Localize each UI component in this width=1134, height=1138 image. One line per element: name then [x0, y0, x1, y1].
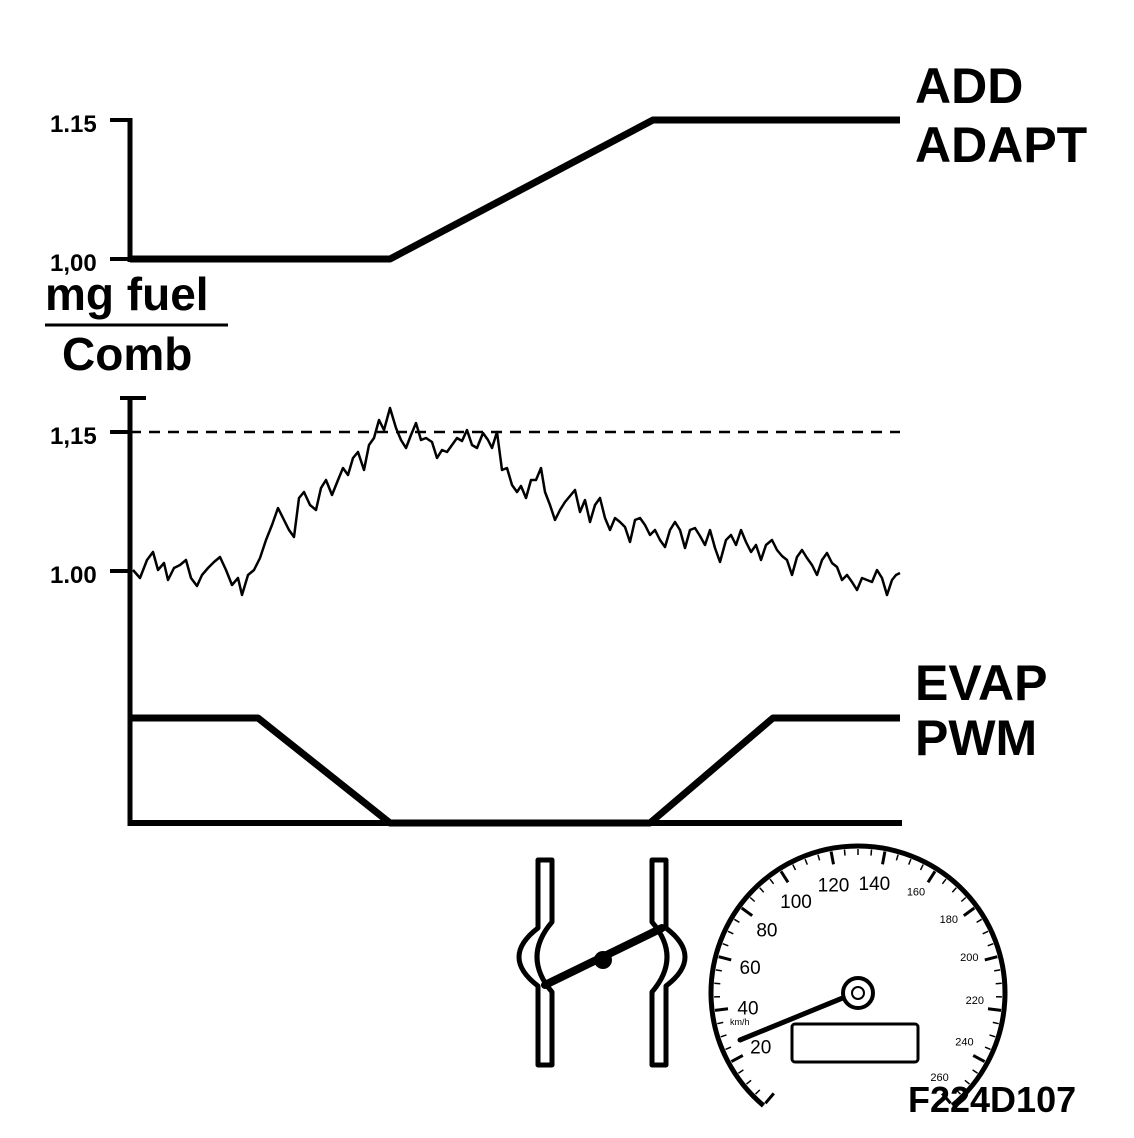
speedometer-major-tick [987, 1007, 1002, 1012]
speedometer-minor-tick [994, 969, 1001, 972]
speedometer-number: 20 [750, 1038, 771, 1059]
speedometer-number: 120 [818, 876, 850, 897]
speedometer-major-tick [764, 1092, 775, 1105]
speedometer-minor-tick [976, 918, 983, 924]
speedometer-minor-tick [843, 849, 846, 856]
speedometer-unit: km/h [730, 1017, 750, 1027]
speedometer-major-tick [881, 851, 887, 865]
speedometer-number: 260 [930, 1072, 948, 1084]
speedometer-minor-tick [737, 1069, 744, 1074]
speedometer-number: 100 [780, 892, 812, 913]
speedometer-minor-tick [759, 887, 765, 893]
speedometer-major-tick [926, 870, 937, 884]
evap-label-line1: EVAP [915, 655, 1047, 711]
speedometer-minor-tick [870, 849, 873, 856]
speedometer-minor-tick [792, 864, 797, 871]
fuel-tick-high-label: 1,15 [50, 423, 97, 450]
speedometer-minor-tick [987, 942, 994, 947]
add-adapt-label-line2: ADAPT [915, 117, 1087, 173]
speedometer-minor-tick [955, 1089, 962, 1095]
odometer-display [790, 1022, 920, 1064]
evap-panel: EVAP PWM [130, 655, 1047, 827]
speedometer-minor-tick [972, 1069, 979, 1074]
speedometer-minor-tick [725, 1046, 732, 1051]
speedometer-minor-tick [715, 969, 722, 972]
speedometer-needle [737, 992, 853, 1043]
speedometer-major-tick [972, 1054, 986, 1063]
speedometer-minor-tick [769, 878, 775, 885]
speedometer-minor-tick [941, 878, 947, 885]
add-adapt-tick-high-label: 1.15 [50, 111, 97, 138]
speedometer-hub-center [851, 986, 865, 1000]
speedometer-major-tick [718, 955, 732, 962]
speedometer-minor-tick [754, 1089, 761, 1095]
throttle-body-icon [516, 857, 688, 1068]
speedometer-minor-tick [908, 858, 912, 865]
speedometer-major-tick [962, 906, 976, 917]
fuel-trace [132, 406, 901, 597]
speedometer-minor-tick [964, 1079, 970, 1085]
fuel-unit-denominator: Comb [62, 328, 192, 380]
add-adapt-tick-low-label: 1,00 [50, 250, 97, 277]
speedometer-number: 240 [955, 1037, 973, 1049]
speedometer-number: 200 [960, 952, 978, 964]
speedometer-number: 60 [740, 958, 761, 979]
fuel-tick-low-label: 1.00 [50, 562, 97, 589]
speedometer-major-tick [730, 1054, 744, 1063]
speedometer-minor-tick [817, 854, 821, 861]
throttle-right-wall [649, 857, 688, 1068]
speedometer-minor-tick [720, 1034, 727, 1038]
speedometer-minor-tick [984, 1046, 991, 1051]
speedometer-minor-tick [727, 930, 734, 935]
add-adapt-panel: 1.15 1,00 ADD ADAPT [50, 58, 1087, 277]
fuel-panel: 1,15 1.00 [50, 396, 901, 826]
speedometer-number: 40 [737, 999, 758, 1020]
speedometer-minor-tick [722, 942, 729, 947]
speedometer-major-tick [984, 955, 998, 962]
speedometer-major-tick [941, 1092, 952, 1105]
speedometer-minor-tick [960, 896, 967, 903]
speedometer-major-tick [714, 1007, 729, 1012]
speedometer-major-tick [740, 906, 754, 917]
speedometer-major-tick [779, 870, 790, 884]
speedometer-minor-tick [982, 930, 989, 935]
add-adapt-curve [130, 116, 900, 263]
speedometer-number: 140 [859, 874, 891, 895]
speedometer-minor-tick [989, 1034, 996, 1038]
speedometer-number: 180 [940, 914, 958, 926]
speedometer-minor-tick [717, 1021, 724, 1025]
speedometer-major-tick [829, 851, 835, 865]
speedometer-minor-tick [951, 887, 957, 893]
evap-pwm-curve [130, 714, 900, 827]
speedometer-dial-arc [708, 843, 1008, 1108]
figure-code: F224D107 [908, 1079, 1076, 1120]
speedometer-number: 160 [907, 886, 925, 898]
speedometer-number: 80 [756, 921, 777, 942]
add-adapt-label-line1: ADD [915, 58, 1023, 114]
speedometer-minor-tick [895, 854, 899, 861]
fuel-unit-label: mg fuel Comb [45, 268, 228, 380]
evap-label-line2: PWM [915, 710, 1037, 766]
throttle-left-wall [516, 857, 555, 1068]
speedometer-minor-tick [804, 858, 808, 865]
speedometer-minor-tick [992, 1021, 999, 1025]
speedometer-minor-tick [919, 864, 924, 871]
fuel-unit-numerator: mg fuel [45, 268, 209, 320]
speedometer-minor-tick [749, 896, 756, 903]
speedometer-number: 220 [966, 995, 984, 1007]
throttle-pivot [594, 951, 612, 969]
speedometer-ticks [714, 849, 1002, 1105]
speedometer-minor-tick [733, 918, 740, 924]
speedometer-minor-tick [746, 1079, 752, 1085]
